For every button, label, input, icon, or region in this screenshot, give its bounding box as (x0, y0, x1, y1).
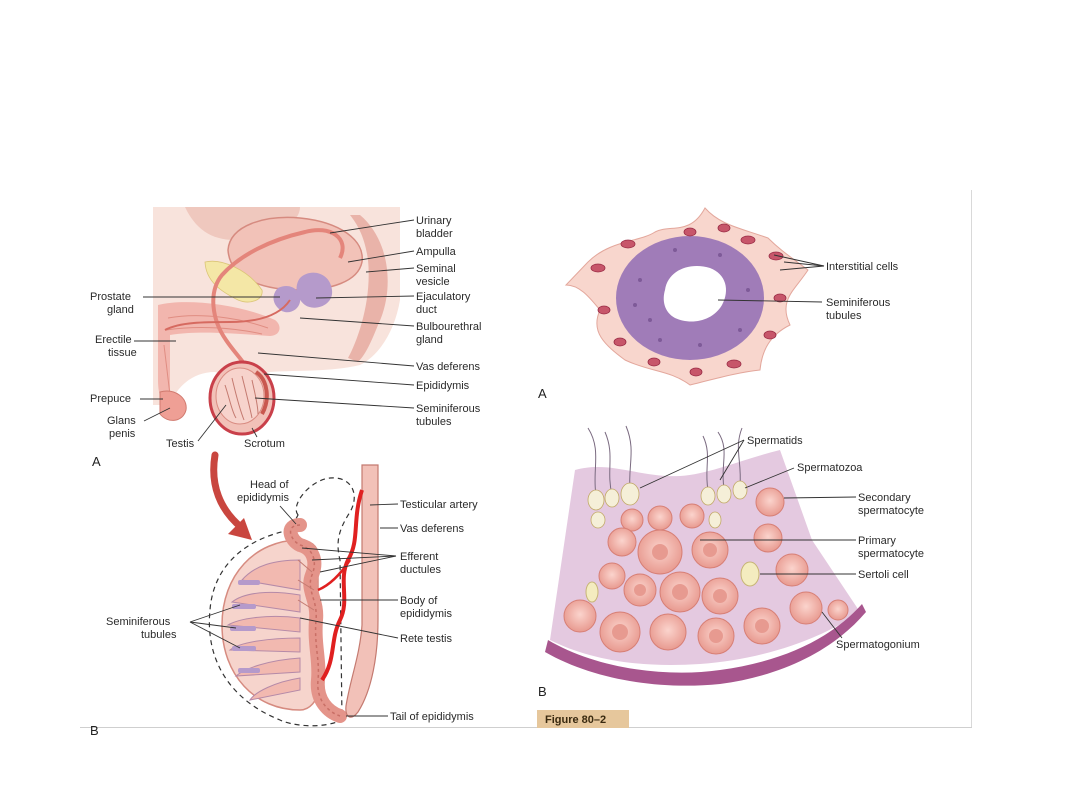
label-head-of-epididymis-2: epididymis (237, 492, 289, 504)
rectum (348, 215, 388, 362)
label-urinary-bladder-2: bladder (416, 228, 453, 240)
testis-tubule-lobes (224, 375, 259, 421)
label-epididymis: Epididymis (416, 380, 470, 392)
label-spermatids: Spermatids (747, 435, 803, 447)
label-body-of-epididymis-1: Body of (400, 595, 438, 607)
spermatozoa-tails (587, 425, 743, 496)
label-seminiferous-tubules-1: Seminiferous (416, 403, 481, 415)
connecting-arrow (210, 451, 246, 532)
germ-cells (563, 487, 849, 655)
label-testicular-artery: Testicular artery (400, 499, 478, 511)
label-ejaculatory-duct-2: duct (416, 304, 437, 316)
label-testis: Testis (166, 438, 195, 450)
sertoli-cell-nucleus (740, 561, 760, 587)
label-vas-deferens-b: Vas deferens (400, 523, 465, 535)
lobule-purple-cores (230, 580, 260, 673)
label-vas-deferens: Vas deferens (416, 361, 481, 373)
label-spermatozoa: Spermatozoa (797, 462, 863, 474)
label-rete-testis: Rete testis (400, 633, 452, 645)
label-seminal-vesicle-2: vesicle (416, 276, 450, 288)
testis-labels: Head of epididymis Testicular artery Vas… (106, 479, 478, 723)
connecting-arrow-head (228, 518, 252, 540)
label-ejaculatory-duct-1: Ejaculatory (416, 291, 471, 303)
testis-shape (215, 367, 265, 425)
label-head-of-epididymis-1: Head of (250, 479, 289, 491)
interstitial-cell-dots (590, 223, 787, 377)
epididymis-coil (283, 518, 347, 723)
label-prepuce: Prepuce (90, 393, 131, 405)
prostate-shape (273, 285, 301, 313)
label-urinary-bladder-1: Urinary (416, 215, 452, 227)
label-seminal-vesicle-1: Seminal (416, 263, 456, 275)
label-seminiferous-tubules-c-2: tubules (826, 310, 862, 322)
vas-deferens-path (211, 228, 345, 377)
label-erectile-tissue-1: Erectile (95, 334, 132, 346)
label-secondary-spermatocyte-2: spermatocyte (858, 505, 924, 517)
panel-letter-left-top: A (92, 454, 101, 469)
anatomy-labels-right: Urinary bladder Ampulla Seminal vesicle … (254, 215, 481, 428)
label-bulbourethral-gland-2: gland (416, 334, 443, 346)
glans-shape (159, 390, 187, 421)
panel-letter-right-top: A (538, 386, 547, 401)
label-seminiferous-tubules-2: tubules (416, 416, 452, 428)
label-glans-penis-2: penis (109, 428, 136, 440)
testicular-artery-branch (317, 559, 352, 592)
panel-letter-right-bottom: B (538, 684, 547, 699)
tunica-dashed-outline (208, 477, 355, 727)
label-interstitial-cells: Interstitial cells (826, 261, 899, 273)
germ-cell-nuclei (612, 543, 769, 643)
label-seminiferous-tubules-c-1: Seminiferous (826, 297, 891, 309)
epithelium-illustration: Spermatids Spermatozoa Secondary spermat… (545, 425, 924, 686)
erectile-tissue-pattern (163, 315, 269, 396)
tubule-speckle (633, 248, 750, 347)
label-ampulla: Ampulla (416, 246, 457, 258)
spermatid-heads (587, 480, 748, 529)
label-prostate-gland-1: Prostate (90, 291, 131, 303)
vas-deferens-tube (345, 464, 379, 718)
label-efferent-ductules-2: ductules (400, 564, 441, 576)
label-bulbourethral-gland-1: Bulbourethral (416, 321, 481, 333)
label-seminiferous-tubules-b-1: Seminiferous (106, 616, 171, 628)
panel-letter-left-bottom: B (90, 723, 99, 738)
label-prostate-gland-2: gland (107, 304, 134, 316)
anatomy-illustration (153, 207, 400, 436)
tubule-lumen (663, 266, 726, 322)
urinary-bladder-shape (227, 216, 363, 291)
figure-border-right (971, 190, 972, 728)
testicular-artery (320, 489, 364, 682)
basement-membrane (545, 604, 866, 686)
label-erectile-tissue-2: tissue (108, 347, 137, 359)
label-spermatogonium: Spermatogonium (836, 639, 920, 651)
label-primary-spermatocyte-2: spermatocyte (858, 548, 924, 560)
rete-testis-lines (297, 559, 315, 611)
label-tail-of-epididymis: Tail of epididymis (390, 711, 474, 723)
urethra-path (164, 299, 291, 331)
label-scrotum: Scrotum (244, 438, 285, 450)
anatomy-labels-left: Prostate gland Erectile tissue Prepuce G… (90, 291, 285, 450)
label-efferent-ductules-1: Efferent (400, 551, 438, 563)
label-primary-spermatocyte-1: Primary (858, 535, 896, 547)
seminal-vesicle-shape (296, 272, 333, 308)
label-seminiferous-tubules-b-2: tubules (141, 629, 177, 641)
testis-illustration (208, 464, 379, 727)
tubule-cross-section: Interstitial cells Seminiferous tubules (564, 207, 899, 386)
label-sertoli-cell: Sertoli cell (858, 569, 909, 581)
epididymis-shape (254, 370, 269, 415)
label-glans-penis-1: Glans (107, 415, 136, 427)
label-secondary-spermatocyte-1: Secondary (858, 492, 911, 504)
figure-border-bottom (80, 727, 972, 728)
figure-caption-badge (537, 710, 629, 728)
label-body-of-epididymis-2: epididymis (400, 608, 452, 620)
figure-caption: Figure 80–2 (545, 714, 606, 726)
sertoli-cell-nucleus-2 (585, 581, 599, 603)
